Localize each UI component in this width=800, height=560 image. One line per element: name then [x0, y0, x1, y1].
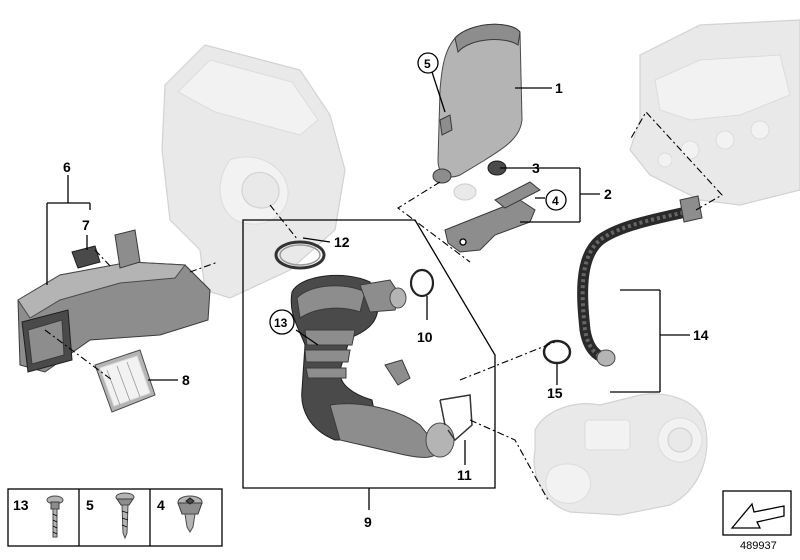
callout-14: 14 [693, 327, 709, 343]
screw-4-icon [177, 495, 203, 533]
legend-label-4: 4 [157, 497, 165, 513]
part-14-hose [577, 195, 703, 367]
legend-label-5: 5 [86, 497, 94, 513]
group-9-frame [242, 219, 496, 489]
callout-2: 2 [604, 186, 612, 202]
callout-15: 15 [547, 385, 563, 401]
part-15-o-ring [542, 339, 572, 365]
callout-13: 13 [274, 316, 288, 330]
part-2-bracket [444, 181, 541, 253]
intake-manifold-ghost [629, 19, 800, 206]
part-3-grommet [453, 160, 507, 201]
air-filter-housing-ghost [161, 44, 346, 299]
callout-4: 4 [552, 194, 559, 208]
callout-5: 5 [424, 57, 431, 71]
part-8-filter-screen [94, 349, 156, 413]
callout-3: 3 [532, 160, 540, 176]
connection-lines [44, 111, 723, 501]
bolt-13-icon [46, 495, 64, 538]
part-12-clamp [274, 240, 326, 270]
part-6-intake-duct [17, 229, 211, 373]
callout-5-circle [417, 52, 439, 74]
callout-12: 12 [334, 234, 350, 250]
screw-5-icon [115, 492, 135, 540]
part-10-o-ring [409, 268, 435, 298]
view-direction-icon [722, 490, 792, 536]
leader-lines [46, 71, 690, 510]
callout-8: 8 [182, 372, 190, 388]
diagram-reference-number: 489937 [740, 540, 777, 552]
part-1-resonator [432, 23, 523, 184]
callout-4-circle [545, 189, 567, 211]
turbocharger-ghost [533, 393, 708, 516]
callout-1: 1 [555, 80, 563, 96]
callout-9: 9 [364, 514, 372, 530]
legend-label-13: 13 [13, 497, 29, 513]
callout-6: 6 [63, 159, 71, 175]
callout-10: 10 [417, 329, 433, 345]
part-13-intake-boot [290, 274, 455, 458]
fastener-legend: 13 5 4 [7, 488, 223, 547]
callout-13-circle [269, 309, 295, 335]
callout-7: 7 [82, 217, 90, 233]
part-7-pad [71, 245, 101, 269]
part-11-clip [439, 394, 473, 442]
callout-11: 11 [457, 467, 472, 483]
